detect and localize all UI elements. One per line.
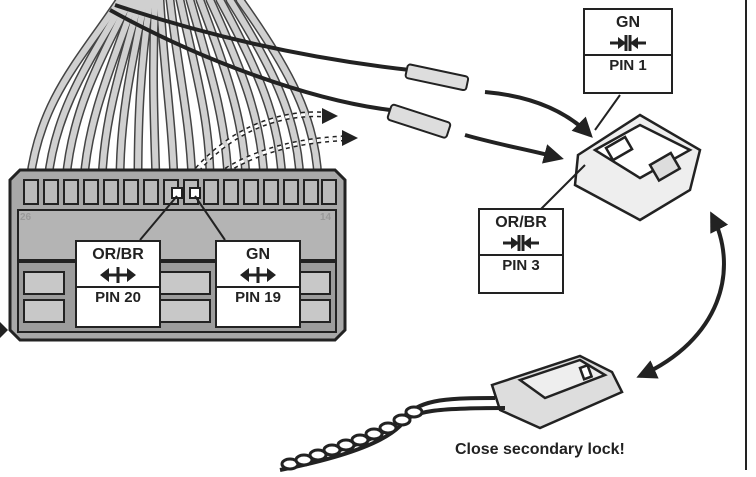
pin-number-14: 14 bbox=[320, 212, 332, 223]
arrow-head-pin20 bbox=[322, 108, 338, 124]
pin-label-1: PIN 1 bbox=[585, 54, 671, 75]
dotted-path-pin19-white bbox=[193, 136, 351, 197]
terminal-lower bbox=[386, 103, 452, 139]
leader-plug-pin3 bbox=[539, 164, 586, 211]
caption-secondary-lock: Close secondary lock! bbox=[455, 441, 625, 458]
pin-number-26: 26 bbox=[20, 212, 32, 223]
twist-coils bbox=[280, 405, 424, 471]
connect-symbol-icon bbox=[503, 235, 539, 251]
pin-label-3: PIN 3 bbox=[480, 254, 562, 275]
pin-label-20: PIN 20 bbox=[77, 286, 159, 307]
label-gn-pin1: GN PIN 1 bbox=[583, 8, 673, 94]
label-gn-pin19: GN PIN 19 bbox=[215, 240, 301, 328]
left-arrow-stub bbox=[0, 322, 8, 338]
black-wires bbox=[109, 3, 411, 112]
plug-connector bbox=[573, 113, 702, 222]
label-orbr-pin3: OR/BR PIN 3 bbox=[478, 208, 564, 294]
leader-plug-pin1 bbox=[594, 94, 621, 131]
disconnect-symbol-icon bbox=[240, 267, 276, 283]
pin-label-19: PIN 19 bbox=[217, 286, 299, 307]
double-arrow-mate bbox=[636, 211, 729, 379]
right-frame-border bbox=[745, 0, 747, 470]
secondary-plug bbox=[490, 354, 624, 430]
terminal-upper bbox=[404, 63, 470, 92]
connect-symbol-icon bbox=[610, 35, 646, 51]
arrow-head-pin19 bbox=[342, 130, 358, 146]
main-connector bbox=[8, 168, 347, 342]
leader-pin20 bbox=[139, 195, 178, 241]
disconnect-symbol-icon bbox=[100, 267, 136, 283]
arrow-to-plug-pin3 bbox=[464, 133, 564, 164]
wire-color-gn: GN bbox=[246, 246, 270, 263]
label-orbr-pin20: OR/BR PIN 20 bbox=[75, 240, 161, 328]
arrow-to-plug-pin1 bbox=[484, 90, 593, 138]
wire-color-orbr: OR/BR bbox=[495, 214, 547, 231]
wire-color-orbr: OR/BR bbox=[92, 246, 144, 263]
leader-pin19 bbox=[194, 195, 226, 241]
wire-color-gn: GN bbox=[616, 14, 640, 31]
